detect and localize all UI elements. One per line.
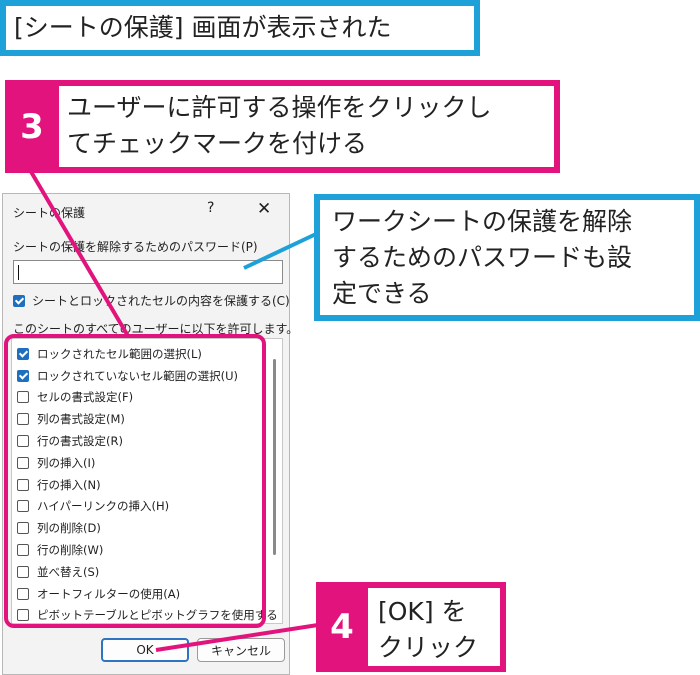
permissions-list-items: ロックされたセル範囲の選択(L) ロックされていないセル範囲の選択(U) セルの書式… (12, 339, 282, 623)
protect-contents-checkbox-row[interactable]: シートとロックされたセルの内容を保護する(C) (13, 292, 290, 309)
permission-row[interactable]: ロックされたセル範囲の選択(L) (12, 343, 282, 365)
help-icon[interactable]: ? (207, 200, 215, 216)
permission-checkbox[interactable] (17, 456, 29, 469)
permission-row[interactable]: 列の挿入(I) (12, 452, 282, 474)
permission-label: ロックされたセル範囲の選択(L) (37, 346, 202, 361)
allow-users-label: このシートのすべてのユーザーに以下を許可します。 (13, 322, 299, 336)
permission-label: ハイパーリンクの挿入(H) (37, 499, 170, 514)
permission-label: 列の挿入(I) (37, 455, 96, 470)
note-line-3: 定できる (332, 279, 432, 308)
permissions-list[interactable]: ロックされたセル範囲の選択(L) ロックされていないセル範囲の選択(U) セルの書式… (11, 338, 283, 624)
step-4-text: [OK] を クリック (368, 588, 500, 666)
permission-label: 並べ替え(S) (37, 564, 100, 579)
permission-row[interactable]: 列の書式設定(M) (12, 408, 282, 430)
step-3-text: ユーザーに許可する操作をクリックし てチェックマークを付ける (59, 86, 554, 167)
permission-checkbox[interactable] (17, 544, 29, 557)
step-3-number: 3 (20, 106, 44, 147)
note-line-2: するためのパスワードも設 (332, 243, 633, 272)
step-4-line-1: [OK] を (378, 597, 467, 626)
protect-sheet-dialog: シートの保護 ? ✕ シートの保護を解除するためのパスワード(P) シートとロッ… (2, 193, 298, 675)
close-icon[interactable]: ✕ (257, 199, 272, 219)
protect-contents-label: シートとロックされたセルの内容を保護する(C) (32, 294, 290, 308)
step-3-line-2: てチェックマークを付ける (67, 129, 368, 158)
permission-checkbox[interactable] (17, 587, 29, 600)
permission-row[interactable]: ピボットテーブルとピボットグラフを使用する (12, 605, 282, 623)
caption-box: [シートの保護] 画面が表示された (0, 0, 480, 56)
permission-checkbox[interactable] (17, 347, 29, 360)
permission-label: オートフィルターの使用(A) (37, 586, 181, 601)
permission-label: ピボットテーブルとピボットグラフを使用する (37, 608, 278, 623)
step-3-callout: 3 ユーザーに許可する操作をクリックし てチェックマークを付ける (5, 80, 560, 173)
permissions-highlight-frame (4, 334, 266, 628)
step-4-callout: 4 [OK] を クリック (316, 582, 506, 672)
protect-contents-checkbox[interactable] (13, 294, 25, 307)
dialog-title: シートの保護 (13, 206, 86, 220)
permission-row[interactable]: ロックされていないセル範囲の選択(U) (12, 365, 282, 387)
note-leader (243, 232, 317, 270)
permission-row[interactable]: 行の挿入(N) (12, 474, 282, 496)
permission-label: 行の挿入(N) (37, 477, 101, 492)
permission-checkbox[interactable] (17, 500, 29, 513)
permission-checkbox[interactable] (17, 478, 29, 491)
permission-row[interactable]: 並べ替え(S) (12, 561, 282, 583)
step-4-leader (155, 623, 319, 652)
permission-checkbox[interactable] (17, 609, 29, 622)
permission-label: ロックされていないセル範囲の選択(U) (37, 368, 239, 383)
permission-row[interactable]: 行の削除(W) (12, 539, 282, 561)
step-4-line-2: クリック (378, 633, 479, 662)
permission-checkbox[interactable] (17, 435, 29, 448)
password-note-callout: ワークシートの保護を解除 するためのパスワードも設 定できる (314, 194, 700, 321)
permission-row[interactable]: 行の書式設定(R) (12, 430, 282, 452)
permission-checkbox[interactable] (17, 522, 29, 535)
permission-row[interactable]: オートフィルターの使用(A) (12, 583, 282, 605)
permission-label: 行の削除(W) (37, 543, 104, 558)
ok-button[interactable]: OK (101, 638, 189, 662)
permissions-scrollbar[interactable] (273, 359, 276, 555)
permission-checkbox[interactable] (17, 369, 29, 382)
permission-checkbox[interactable] (17, 565, 29, 578)
text-caret (18, 265, 19, 280)
permission-label: セルの書式設定(F) (37, 390, 134, 405)
permission-label: 列の削除(D) (37, 521, 101, 536)
permission-checkbox[interactable] (17, 413, 29, 426)
password-input[interactable] (13, 260, 283, 284)
password-note-text: ワークシートの保護を解除 するためのパスワードも設 定できる (320, 200, 694, 315)
permission-row[interactable]: セルの書式設定(F) (12, 387, 282, 409)
step-3-line-1: ユーザーに許可する操作をクリックし (67, 93, 492, 122)
step-3-leader (28, 168, 130, 338)
permission-row[interactable]: 列の削除(D) (12, 517, 282, 539)
permission-row[interactable]: ハイパーリンクの挿入(H) (12, 496, 282, 518)
permission-label: 行の書式設定(R) (37, 434, 123, 449)
note-line-1: ワークシートの保護を解除 (332, 207, 633, 236)
permission-label: 列の書式設定(M) (37, 412, 125, 427)
caption-text: [シートの保護] 画面が表示された (6, 6, 474, 50)
step-4-number: 4 (330, 607, 354, 647)
permission-checkbox[interactable] (17, 391, 29, 404)
